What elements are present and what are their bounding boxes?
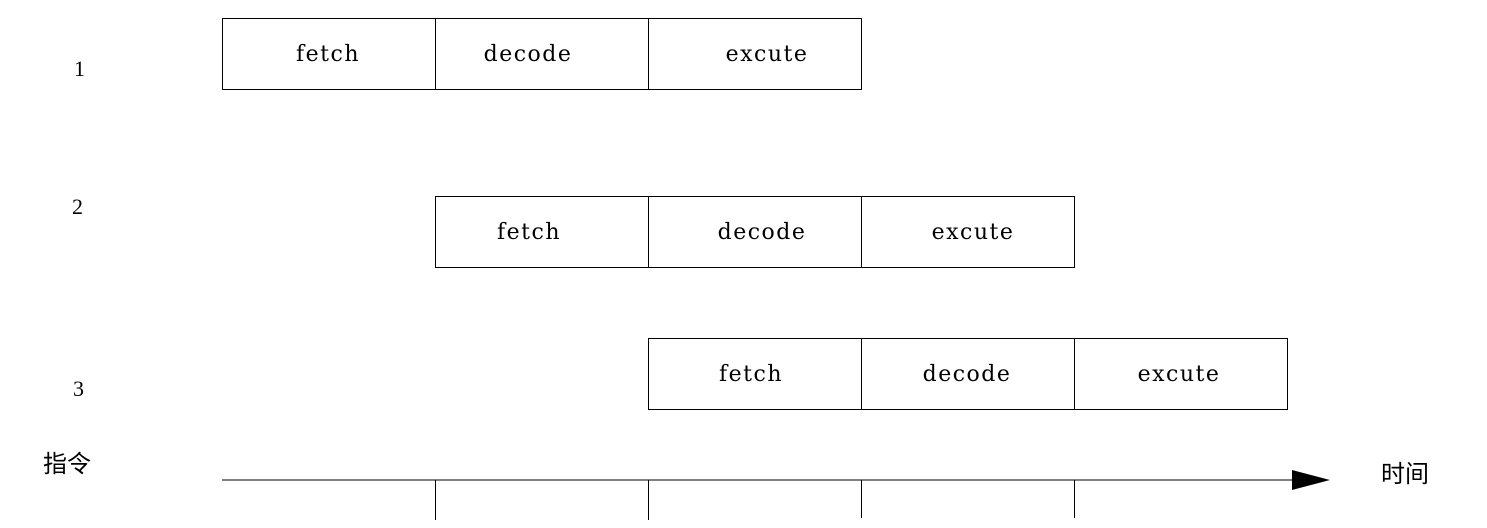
instruction-axis-label: 指令 bbox=[43, 450, 91, 478]
stage-label: fetch bbox=[497, 219, 561, 245]
stage-label: decode bbox=[922, 361, 1012, 387]
instruction-number-2: 2 bbox=[72, 194, 83, 219]
instruction-3-decode-stage: decode bbox=[861, 338, 1075, 410]
time-axis-arrowhead bbox=[1292, 470, 1330, 490]
instruction-3-fetch-stage: fetch bbox=[648, 338, 862, 410]
instruction-3-execute-stage: excute bbox=[1074, 338, 1288, 410]
instruction-2-fetch-stage: fetch bbox=[435, 196, 649, 268]
instruction-1-execute-stage: excute bbox=[648, 18, 862, 90]
instruction-number-1: 1 bbox=[74, 56, 85, 81]
stage-label: fetch bbox=[719, 361, 783, 387]
stage-label: fetch bbox=[296, 41, 360, 67]
stage-label: excute bbox=[1137, 361, 1221, 387]
stage-label: excute bbox=[931, 219, 1015, 245]
stage-label: decode bbox=[717, 219, 807, 245]
instruction-number-3: 3 bbox=[73, 376, 84, 401]
stage-label: decode bbox=[483, 41, 573, 67]
instruction-2-decode-stage: decode bbox=[648, 196, 862, 268]
stage-label: excute bbox=[725, 41, 809, 67]
instruction-2-execute-stage: excute bbox=[861, 196, 1075, 268]
instruction-1-fetch-stage: fetch bbox=[222, 18, 436, 90]
instruction-1-decode-stage: decode bbox=[435, 18, 649, 90]
time-axis-label: 时间 bbox=[1381, 460, 1429, 488]
